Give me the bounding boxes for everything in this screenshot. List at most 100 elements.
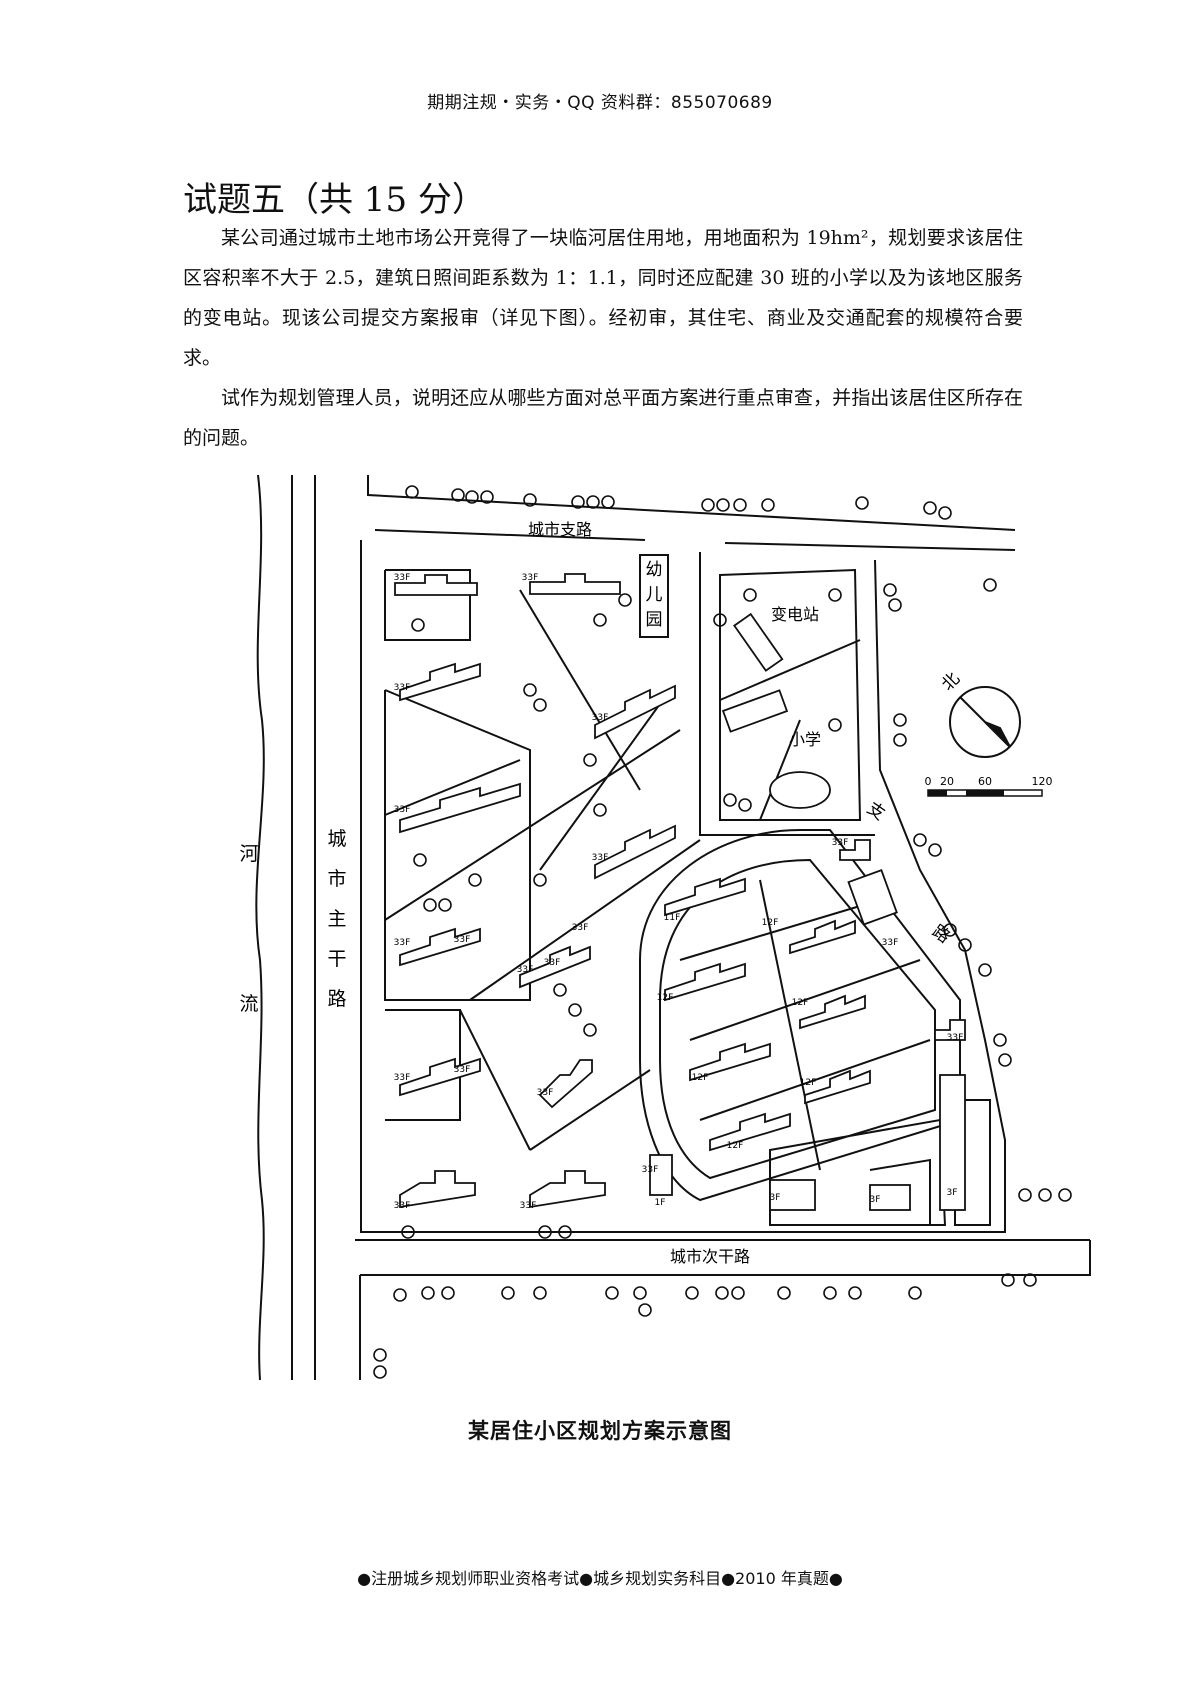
internal-road-b <box>459 1009 651 1151</box>
school-building <box>721 689 789 733</box>
kindergarten-block <box>639 554 669 638</box>
residential-building <box>689 1042 771 1082</box>
floor-label: 3F <box>947 1188 958 1198</box>
kindergarten-char-3: 园 <box>646 610 663 630</box>
floor-label: 33F <box>572 923 589 933</box>
floor-label: 3F <box>770 1193 781 1203</box>
residential-building <box>799 994 866 1030</box>
kindergarten-char-1: 幼 <box>646 560 663 580</box>
scale-bar: 0 20 60 120 <box>925 775 1053 797</box>
parking <box>847 869 898 926</box>
floor-label: 33F <box>592 853 609 863</box>
floor-label: 12F <box>657 993 674 1003</box>
floor-label: 33F <box>882 938 899 948</box>
branch-road-top-label: 城市支路 <box>528 520 592 539</box>
block-w1 <box>384 689 531 1001</box>
secondary-road-label: 城市次干路 <box>670 1247 750 1266</box>
residential-building <box>399 782 521 834</box>
question-paragraph-1: 某公司通过城市土地市场公开竞得了一块临河居住用地，用地面积为 19hm²，规划要… <box>183 227 1023 369</box>
floor-label: 33F <box>522 573 539 583</box>
residential-building <box>709 1112 791 1152</box>
residential-building <box>399 1170 476 1209</box>
river-char-2: 流 <box>239 993 258 1015</box>
floor-label: 33F <box>394 805 411 815</box>
main-road-label: 城 市 主 干 路 <box>327 828 346 1010</box>
floor-label: 33F <box>394 683 411 693</box>
floor-label: 33F <box>454 935 471 945</box>
floor-label: 11F <box>664 913 681 923</box>
low-rise-building <box>939 1074 966 1211</box>
question-title: 试题五（共 15 分） <box>183 180 486 220</box>
figure-caption: 某居住小区规划方案示意图 <box>468 1419 732 1443</box>
floor-label: 33F <box>394 1073 411 1083</box>
main-road-char-1: 城 <box>327 828 346 850</box>
low-rise-building <box>769 1179 816 1211</box>
floor-label: 33F <box>454 1065 471 1075</box>
floor-label: 33F <box>592 713 609 723</box>
residential-building <box>529 573 621 595</box>
block-nw <box>384 569 471 641</box>
page-footer: ●注册城乡规划师职业资格考试●城乡规划实务科目●2010 年真题● <box>357 1569 843 1588</box>
question-paragraph-2: 试作为规划管理人员，说明还应从哪些方面对总平面方案进行重点审查，并指出该居住区所… <box>183 387 1023 449</box>
residential-building <box>399 927 481 967</box>
residential-building <box>519 945 591 989</box>
low-rise-building <box>649 1154 673 1196</box>
floor-label: 33F <box>517 965 534 975</box>
north-label: 北 <box>938 669 964 695</box>
floor-label: 33F <box>947 1033 964 1043</box>
river-label: 河 流 <box>239 843 258 1015</box>
north-arrow <box>949 686 1021 758</box>
main-road-char-3: 主 <box>327 908 346 930</box>
river-bank <box>255 474 265 1381</box>
floor-label: 12F <box>792 998 809 1008</box>
branch-road-right-char-1: 支 <box>863 798 888 824</box>
residential-building <box>399 1057 481 1097</box>
scale-label: 120 <box>1032 775 1053 788</box>
floor-label: 3F <box>870 1195 881 1205</box>
internal-road-a <box>384 589 701 1001</box>
residential-building <box>664 877 746 917</box>
page-header: 期期注规・实务・QQ 资料群：855070689 <box>427 93 773 113</box>
residential-building <box>789 919 856 955</box>
residential-building <box>529 1170 606 1209</box>
school-label: 小学 <box>789 730 821 749</box>
main-road-char-4: 干 <box>327 948 346 970</box>
floor-label: 33F <box>394 938 411 948</box>
floor-label: 33F <box>520 1201 537 1211</box>
main-road-char-5: 路 <box>327 988 346 1010</box>
main-road-char-2: 市 <box>327 868 346 890</box>
substation-label: 变电站 <box>771 605 819 624</box>
scale-label: 60 <box>978 775 992 788</box>
floor-label: 1F <box>655 1198 666 1208</box>
central-ring-road <box>639 829 961 1202</box>
kindergarten-char-2: 儿 <box>646 585 663 605</box>
floor-labels: 33F 33F 33F 33F 33F 33F 33F 33F 33F 33F … <box>394 573 964 1211</box>
residential-building <box>804 1069 871 1105</box>
floor-label: 12F <box>692 1073 709 1083</box>
secondary-road <box>355 1239 1091 1276</box>
floor-label: 12F <box>762 918 779 928</box>
site-plan: 城市支路 城市次干路 城 市 主 干 路 河 流 支 路 幼 儿 园 变电站 小… <box>239 474 1091 1381</box>
floor-label: 33F <box>642 1165 659 1175</box>
floor-label: 33F <box>832 838 849 848</box>
floor-label: 33F <box>537 1088 554 1098</box>
site-boundary <box>360 540 1006 1233</box>
residential-building <box>664 962 746 1002</box>
scale-label: 0 <box>925 775 932 788</box>
residential-building <box>399 662 481 702</box>
school-zone <box>719 568 862 821</box>
residential-building <box>594 684 676 740</box>
branch-road-top <box>367 475 1016 531</box>
floor-label: 33F <box>544 958 561 968</box>
substation-building <box>733 612 784 672</box>
branch-road-right-char-2: 路 <box>928 921 953 947</box>
residential-building <box>394 574 478 596</box>
floor-label: 12F <box>727 1141 744 1151</box>
running-track <box>769 771 831 809</box>
branch-road-top-inner <box>374 529 1016 551</box>
residential-building <box>594 824 676 880</box>
trees <box>373 485 1072 1379</box>
floor-label: 12F <box>800 1078 817 1088</box>
question-body: 某公司通过城市土地市场公开竞得了一块临河居住用地，用地面积为 19hm²，规划要… <box>183 218 1023 458</box>
scale-label: 20 <box>940 775 954 788</box>
